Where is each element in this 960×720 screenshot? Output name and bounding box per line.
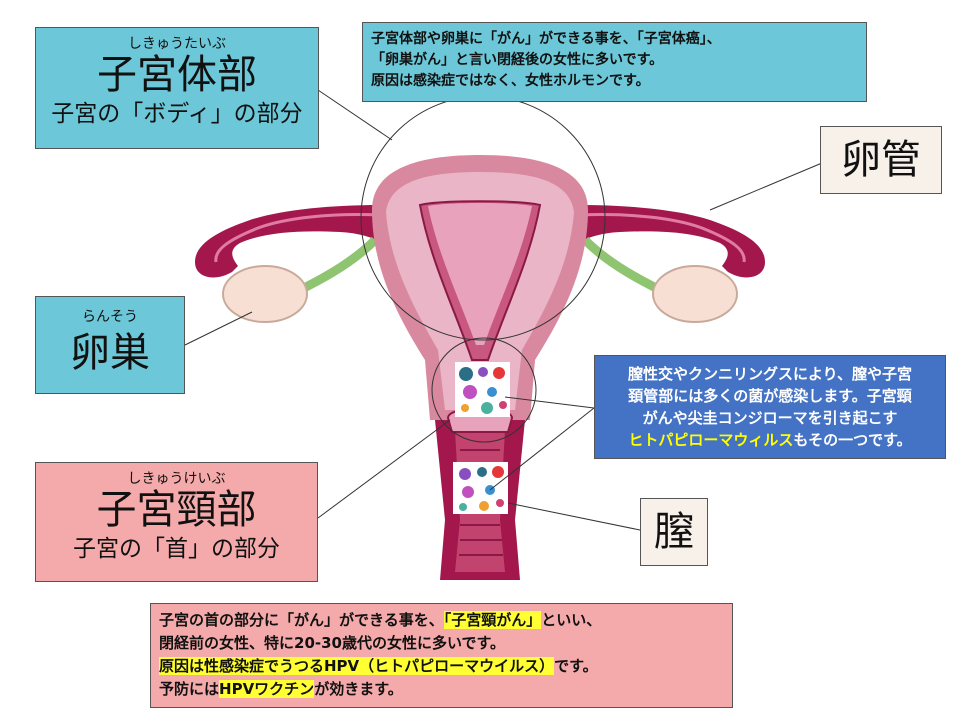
cervix-ruby: しきゅうけいぶ [127,471,226,487]
cervical-note-line2: 閉経前の女性、特に20-30歳代の女性に多いです。 [159,634,506,652]
uterine-body-ruby: しきゅうたいぶ [128,36,226,52]
cervical-note-line3-b: です。 [554,657,598,675]
body-cancer-note-line2: 「卵巣がん」と言い閉経後の女性に多いです。 [371,52,664,68]
leader-lines [184,89,823,531]
infection-note-line3: がんや尖圭コンジローマを引き起こす [642,409,898,427]
vagina-label: 膣 [640,498,708,566]
cervix-label: しきゅうけいぶ 子宮頸部 子宮の「首」の部分 [35,462,318,582]
fallopian-tube-label: 卵管 [820,126,942,194]
right-fallopian-tube [575,205,765,278]
hpv-cause-highlight: 原因は性感染症でうつるHPV（ヒトパピローマウイルス） [159,657,555,675]
infection-note: 膣性交やクンニリングスにより、膣や子宮 頚管部には多くの菌が感染します。子宮頸 … [594,355,946,459]
cervical-note-line1: 子宮の首の部分に「がん」ができる事を、「子宮頸がん」といい、 [159,609,724,632]
cervical-note-line4-b: が効きます。 [314,680,403,698]
uterine-body-title: 子宮体部 [97,52,257,98]
cervix-title: 子宮頸部 [96,487,257,533]
uterine-body-subtitle: 子宮の「ボディ」の部分 [51,101,303,127]
hpv-vaccine-highlight: HPVワクチン [219,680,315,698]
body-cancer-note-line1: 子宮体部や卵巣に「がん」ができる事を、「子宮体癌」、 [371,31,721,47]
body-cancer-note: 子宮体部や卵巣に「がん」ができる事を、「子宮体癌」、 「卵巣がん」と言い閉経後の… [362,22,867,102]
cervical-note-line4-a: 予防には [159,680,220,698]
germ-illustration-lower [453,462,508,514]
germ-illustration-upper [455,362,510,417]
uterus-body [372,155,588,420]
cervical-note-line1-a: 子宮の首の部分に「がん」ができる事を、 [159,611,444,629]
left-ovary [222,265,308,323]
cervical-note-line3: 原因は性感染症でうつるHPV（ヒトパピローマウイルス）です。 [159,655,724,678]
cervix-subtitle: 子宮の「首」の部分 [73,536,280,562]
infection-note-line4: ヒトパピローマウィルスもその一つです。 [601,429,939,451]
cervical-cancer-note: 子宮の首の部分に「がん」ができる事を、「子宮頸がん」といい、 閉経前の女性、特に… [150,603,733,708]
cervix-magnifier-circle [431,337,537,443]
right-ligament [581,236,663,295]
uterine-body-label: しきゅうたいぶ 子宮体部 子宮の「ボディ」の部分 [35,27,319,149]
vagina-title: 膣 [654,509,694,555]
cervical-note-line4: 予防にはHPVワクチンが効きます。 [159,678,724,701]
body-cancer-note-line3: 原因は感染症ではなく、女性ホルモンです。 [371,73,650,89]
left-ligament [297,236,379,295]
fallopian-tube-title: 卵管 [841,137,921,183]
cervical-note-line1-b: といい、 [541,611,602,629]
infection-note-line2: 頚管部には多くの菌が感染します。子宮頸 [628,387,912,405]
cervical-cancer-highlight: 「子宮頸がん」 [443,611,542,629]
ovary-ruby: らんそう [82,309,138,325]
hpv-highlight-text: ヒトパピローマウィルス [628,431,794,449]
left-fallopian-tube [195,205,385,278]
ovary-title: 卵巣 [70,330,150,376]
infection-note-line1: 膣性交やクンニリングスにより、膣や子宮 [627,365,913,383]
right-ovary [652,265,738,323]
ovary-label: らんそう 卵巣 [35,296,185,394]
infection-note-line4-rest: もその一つです。 [793,431,912,449]
